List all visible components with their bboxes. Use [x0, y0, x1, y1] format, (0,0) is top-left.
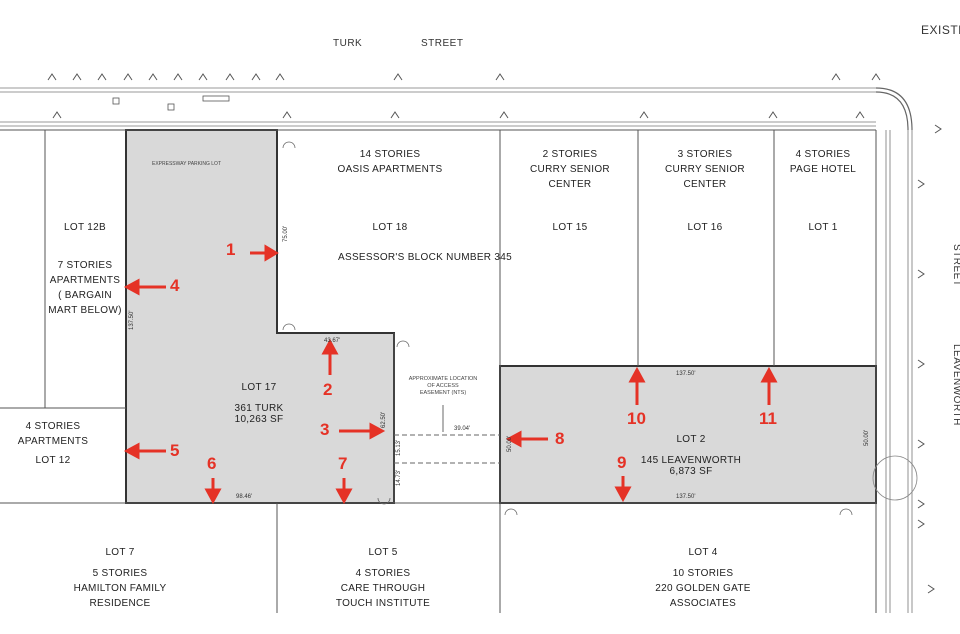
lot-12-label: LOT 12 [35, 455, 71, 466]
easement-note-1: APPROXIMATE LOCATION [408, 376, 478, 382]
lot-7-desc-1: 5 STORIES [92, 568, 148, 579]
lot-5-label: LOT 5 [368, 547, 398, 558]
lot-5-desc-2: CARE THROUGH [340, 583, 426, 594]
marker-5: 5 [170, 441, 180, 460]
marker-6: 6 [207, 454, 217, 473]
lot-15-desc-2: CURRY SENIOR [530, 164, 610, 175]
lot-15-desc-1: 2 STORIES [542, 149, 598, 160]
lot-17-parcel [125, 129, 395, 504]
lot-2-area: 6,873 SF [669, 466, 713, 477]
dimension-62-50: 62.50' [381, 411, 387, 428]
corner-arcs [282, 141, 853, 516]
lot-12b-desc-2: APARTMENTS [49, 275, 121, 286]
easement-lines [394, 434, 500, 464]
lot-4-desc-2: 220 GOLDEN GATE [655, 583, 751, 594]
dimension-lot2-south: 137.50' [676, 494, 696, 500]
lot-12b-desc-1: 7 STORIES [57, 260, 113, 271]
dimension-lot17-west: 137.50' [129, 310, 135, 331]
lot-16-desc-2: CURRY SENIOR [665, 164, 745, 175]
lot-1-label: LOT 1 [808, 222, 838, 233]
lot-12-desc-1: 4 STORIES [25, 421, 81, 432]
lot-15-label: LOT 15 [552, 222, 588, 233]
lot-16-desc-3: CENTER [683, 179, 727, 190]
lot-7-desc-2: HAMILTON FAMILY [73, 583, 167, 594]
dimension-98-46: 98.46' [236, 494, 253, 500]
lot-18-label: LOT 18 [372, 222, 408, 233]
lot-17-label: LOT 17 [241, 382, 277, 393]
easement-note-3: EASEMENT (NTS) [419, 390, 467, 396]
survey-marks [47, 73, 942, 594]
lot-7-label: LOT 7 [105, 547, 135, 558]
marker-8: 8 [555, 429, 565, 448]
lot-4-desc-3: ASSOCIATES [669, 598, 737, 609]
lot-lines [0, 129, 877, 613]
street-name-turk-suffix: STREET [421, 38, 464, 49]
dimension-lot2-west: 50.00' [507, 435, 513, 452]
lot-12b-label: LOT 12B [64, 222, 106, 233]
marker-3: 3 [320, 420, 330, 439]
street-name-turk: TURK [333, 38, 363, 49]
marker-1: 1 [226, 240, 236, 259]
parking-note: EXPRESSWAY PARKING LOT [152, 161, 221, 167]
lot-18-desc-2: OASIS APARTMENTS [337, 164, 443, 175]
dimension-43-67: 43.67' [324, 338, 341, 344]
dimension-lot2-east: 50.00' [864, 429, 870, 446]
dimension-lot2-north: 137.50' [676, 371, 696, 377]
lot-2-label: LOT 2 [676, 434, 706, 445]
lot-12b-desc-4: MART BELOW) [48, 305, 122, 316]
lot-1-desc-2: PAGE HOTEL [789, 164, 857, 175]
lot-4-label: LOT 4 [688, 547, 718, 558]
marker-10: 10 [627, 409, 646, 428]
lot-2-parcel [499, 365, 877, 504]
sidewalk-lines [0, 87, 913, 613]
lot-7-desc-3: RESIDENCE [89, 598, 151, 609]
assessor-block-label: ASSESSOR'S BLOCK NUMBER 345 [338, 252, 512, 263]
marker-2: 2 [323, 380, 333, 399]
lot-5-desc-1: 4 STORIES [355, 568, 411, 579]
lot-12-desc-2: APARTMENTS [17, 436, 89, 447]
dimension-14-73: 14.73' [396, 469, 402, 486]
street-name-leavenworth-suffix: STREET [951, 244, 960, 287]
lot-12b-desc-3: ( BARGAIN [58, 290, 112, 301]
street-name-leavenworth: LEAVENWORTH [951, 344, 960, 426]
lot-16-desc-1: 3 STORIES [677, 149, 733, 160]
lot-15-desc-3: CENTER [548, 179, 592, 190]
marker-4: 4 [170, 276, 180, 295]
dimension-15-13: 15.13' [396, 439, 402, 456]
dimension-39-04: 39.04' [454, 426, 471, 432]
lot-2-address: 145 LEAVENWORTH [640, 455, 742, 466]
easement-note-2: OF ACCESS [427, 383, 459, 389]
lot-5-desc-3: TOUCH INSTITUTE [335, 598, 431, 609]
existing-label: EXISTI [921, 23, 960, 37]
lot-17-address: 361 TURK [234, 403, 284, 414]
lot-18-desc-1: 14 STORIES [359, 149, 421, 160]
marker-7: 7 [338, 454, 348, 473]
lot-1-desc-1: 4 STORIES [795, 149, 851, 160]
dimension-75: 75.00' [283, 225, 289, 242]
lot-16-label: LOT 16 [687, 222, 723, 233]
marker-9: 9 [617, 453, 627, 472]
marker-11: 11 [759, 409, 777, 428]
lot-17-area: 10,263 SF [234, 414, 284, 425]
marker-arrows [123, 244, 778, 505]
lot-4-desc-1: 10 STORIES [672, 568, 734, 579]
